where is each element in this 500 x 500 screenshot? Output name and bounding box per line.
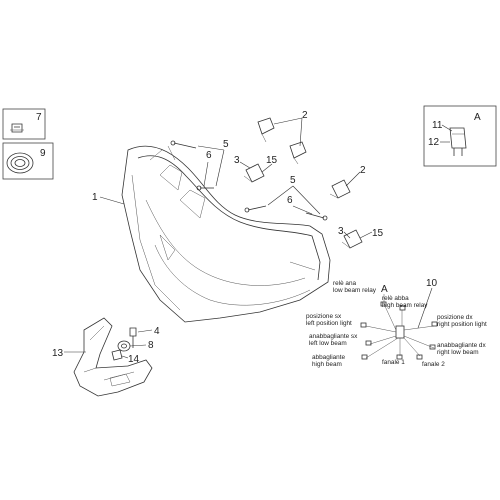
callout-2-upper: 2	[302, 110, 308, 121]
callout-4: 4	[154, 326, 160, 337]
wiring-harness: 10 A relè ana low beam relay relè abba h…	[306, 278, 487, 368]
wiring-pos-dx-1: posizione dx	[437, 314, 473, 321]
callout-15-upper: 15	[266, 155, 278, 166]
detail-box-a-label: A	[474, 112, 481, 123]
callout-8: 8	[148, 340, 154, 351]
callout-3-upper: 3	[234, 155, 240, 166]
wiring-fanale-1: fanale 1	[382, 359, 405, 366]
callout-2-lower: 2	[360, 165, 366, 176]
callout-15-lower: 15	[372, 228, 384, 239]
wiring-abba-1: abbagliante	[312, 354, 345, 361]
callout-5-upper: 5	[223, 139, 229, 150]
wiring-anab-dx-2: right low beam	[437, 349, 479, 356]
wiring-rele-ana-2: low beam relay	[333, 287, 377, 294]
wiring-rele-abba-2: high beam relay	[382, 302, 428, 309]
callout-6-lower: 6	[287, 195, 293, 206]
wiring-anab-dx-1: anabbagliante dx	[437, 342, 486, 349]
callout-9: 9	[40, 148, 46, 159]
callout-3-lower: 3	[338, 226, 344, 237]
screws-upper: 5 6	[170, 139, 229, 191]
part-9-detail: 9	[2, 142, 54, 180]
wiring-fanale-2: fanale 2	[422, 361, 445, 368]
bulbs-upper: 2 3 15	[234, 110, 308, 183]
bulbs-lower: 2 3 15	[329, 165, 384, 249]
wiring-pos-dx-2: right position light	[437, 321, 487, 328]
wiring-pos-sx-2: left position light	[306, 320, 352, 327]
callout-10: 10	[426, 278, 438, 289]
wiring-anab-sx-1: anabbagliante sx	[309, 333, 358, 340]
headlight-housing: 1	[92, 145, 331, 323]
callout-14: 14	[128, 354, 140, 365]
callout-1: 1	[92, 192, 98, 203]
wiring-a-label: A	[381, 284, 388, 295]
callout-6-upper: 6	[206, 150, 212, 161]
part-7-detail: 7	[2, 108, 46, 140]
wiring-anab-sx-2: left low beam	[309, 340, 347, 347]
screws-lower: 5 6	[244, 175, 328, 221]
callout-5-lower: 5	[290, 175, 296, 186]
wiring-rele-abba-1: relè abba	[382, 295, 409, 302]
detail-box-a: A 11 12	[423, 105, 497, 167]
callout-11: 11	[432, 120, 443, 131]
callout-13: 13	[52, 348, 64, 359]
callout-7: 7	[36, 112, 42, 123]
callout-12: 12	[428, 137, 440, 148]
wiring-abba-2: high beam	[312, 361, 342, 368]
bracket-assembly: 13 4 8 14	[52, 317, 160, 397]
wiring-rele-ana-1: relè ana	[333, 280, 357, 287]
wiring-pos-sx-1: posizione sx	[306, 313, 342, 320]
